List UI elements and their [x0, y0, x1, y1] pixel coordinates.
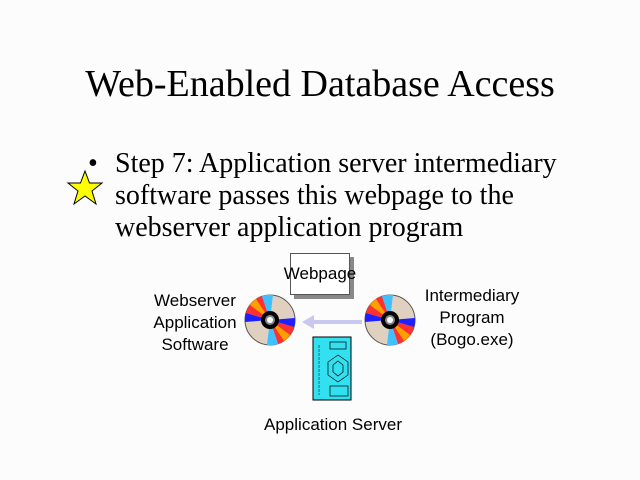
arrow-left-icon: [302, 315, 362, 329]
bullet-marker: •: [88, 148, 98, 179]
label-line: Software: [161, 335, 229, 354]
label-line: Intermediary: [424, 286, 520, 305]
intermediary-label: Intermediary Program (Bogo.exe): [412, 285, 532, 351]
star-icon: [66, 170, 104, 206]
server-icon: [312, 336, 352, 401]
label-line: Program: [439, 308, 505, 327]
webpage-box: Webpage: [284, 253, 356, 295]
label-line: Webserver: [154, 291, 236, 310]
webserver-label: Webserver Application Software: [140, 290, 250, 356]
server-label: Application Server: [264, 415, 402, 434]
label-line: (Bogo.exe): [430, 330, 514, 349]
webpage-label: Webpage: [283, 264, 357, 283]
slide-title: Web-Enabled Database Access: [85, 63, 555, 105]
label-line: Application: [153, 313, 237, 332]
intermediary-cd-icon: [364, 294, 416, 346]
bullet-text: Step 7: Application server intermediary …: [115, 148, 557, 243]
webserver-cd-icon: [244, 294, 296, 346]
